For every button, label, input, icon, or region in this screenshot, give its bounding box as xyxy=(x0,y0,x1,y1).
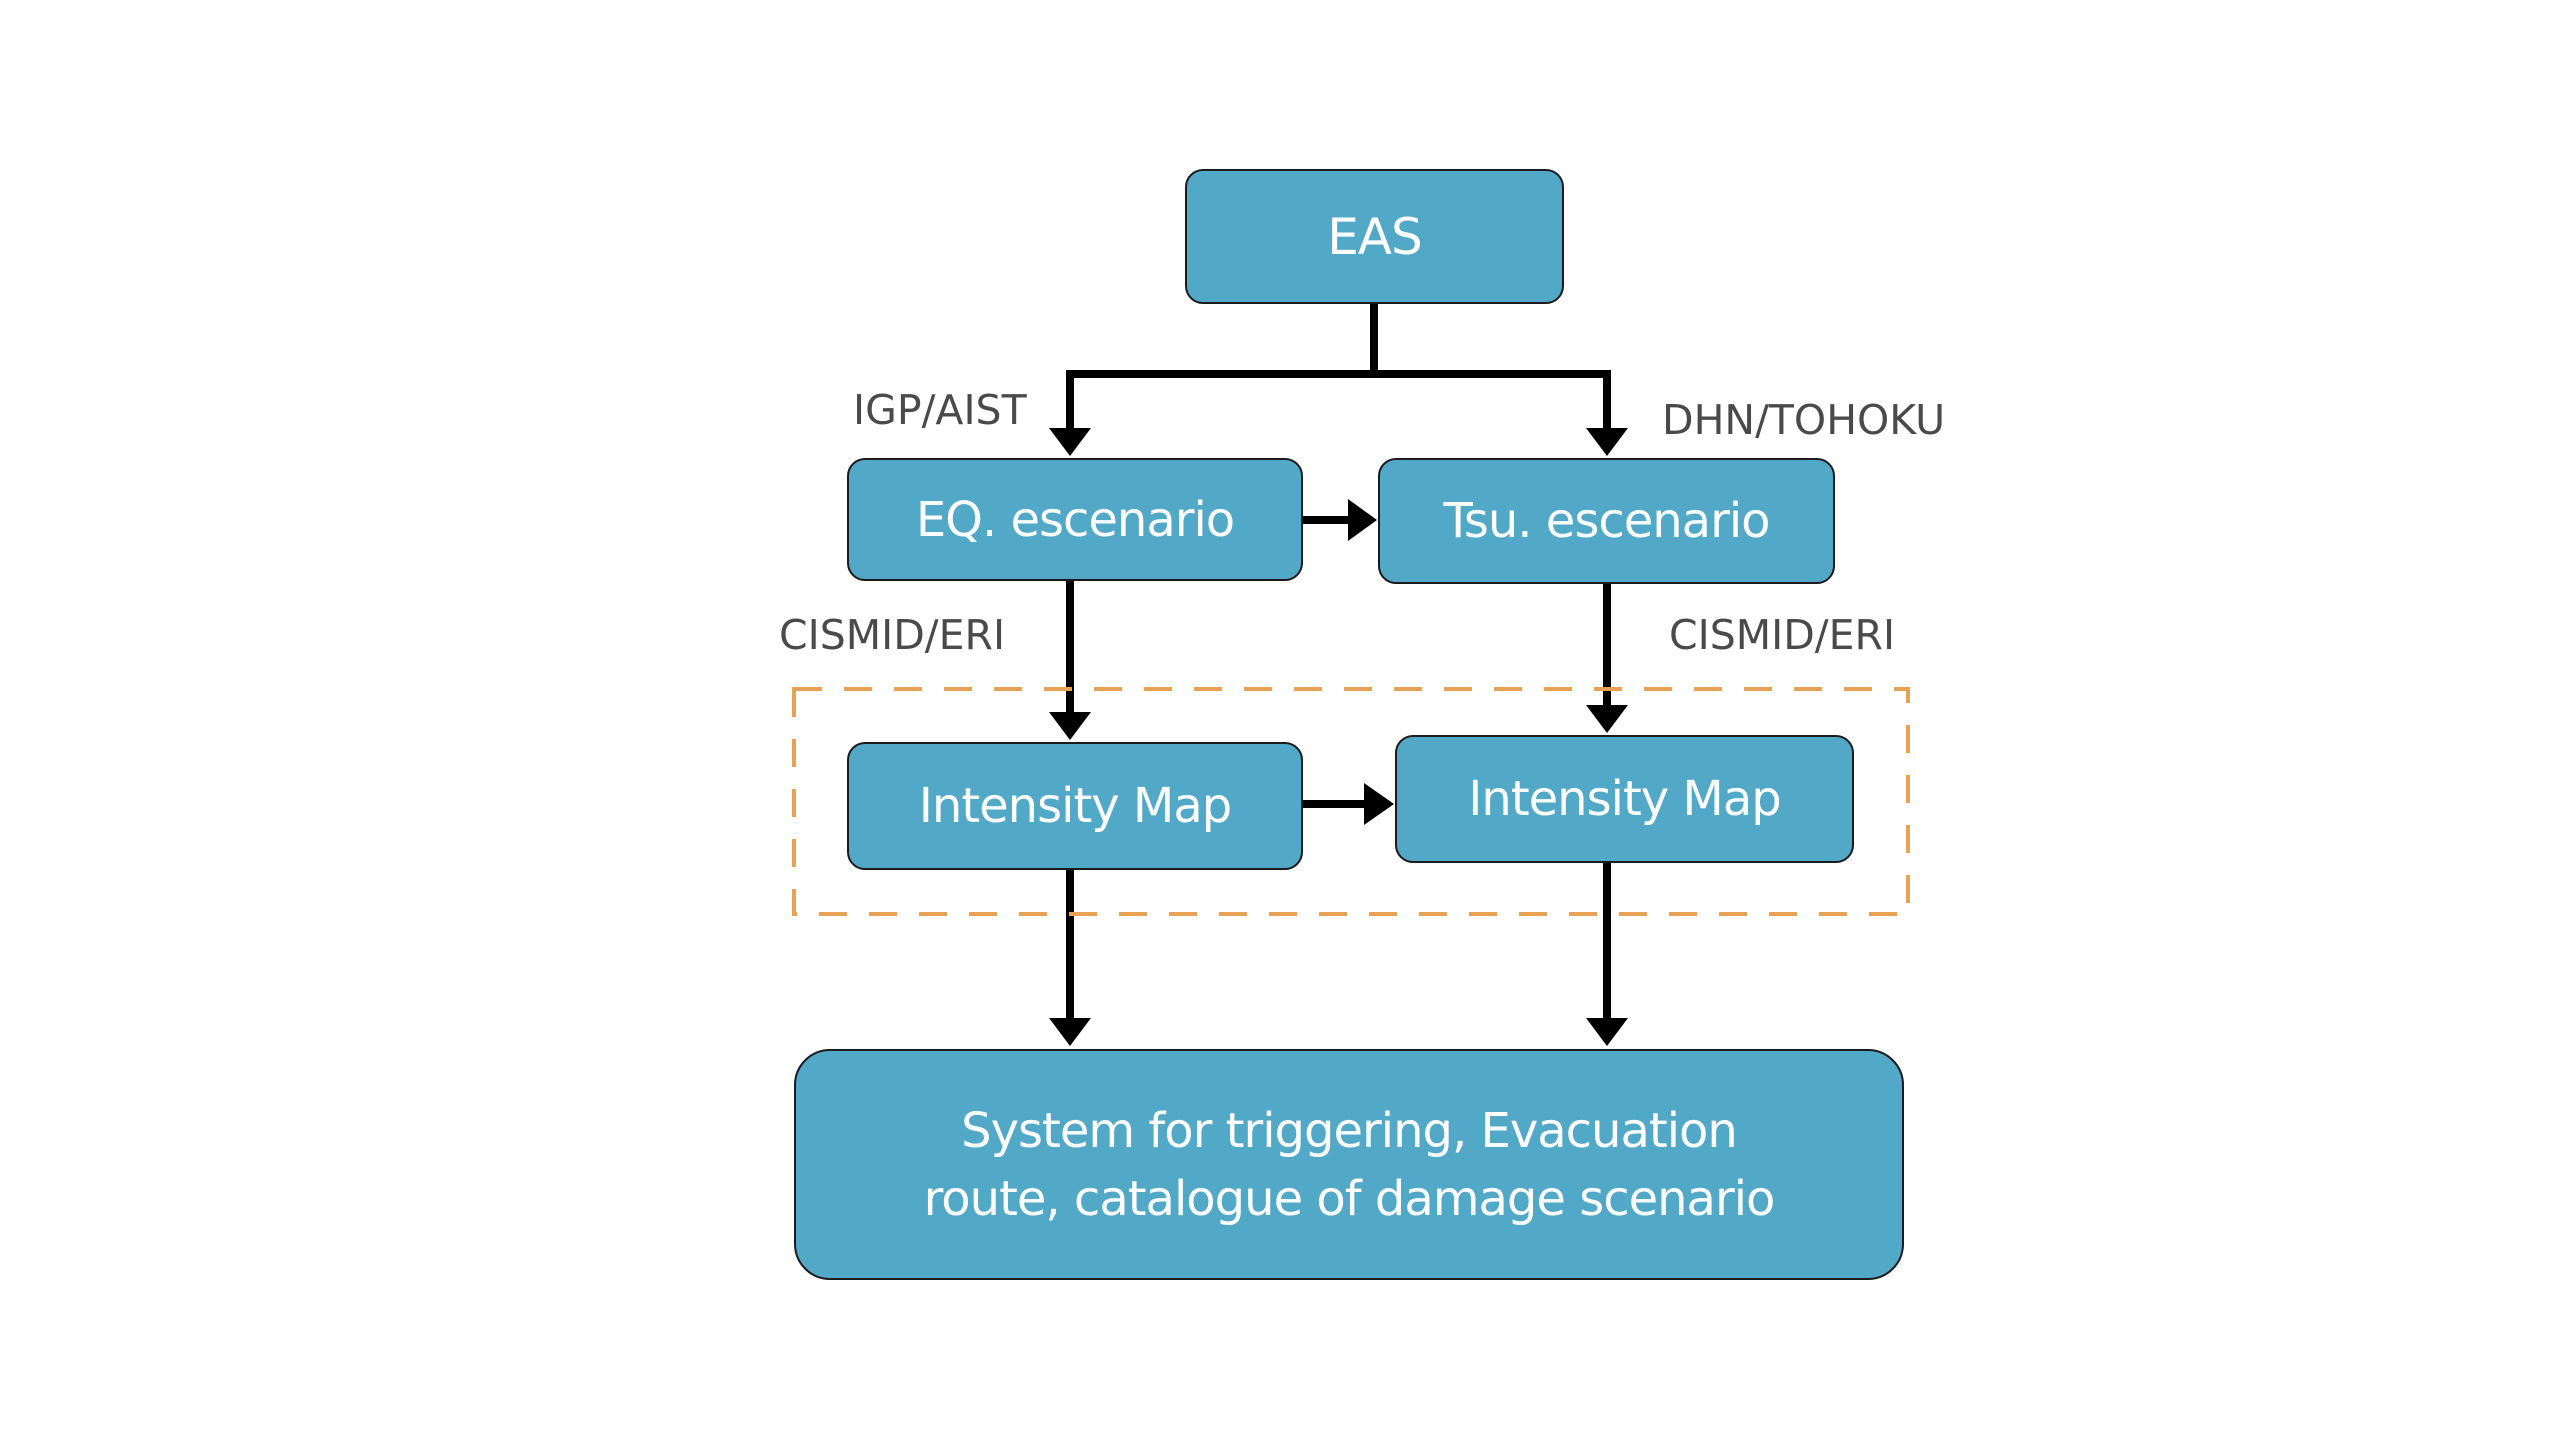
arrowhead-map-tsu-to-system xyxy=(1586,1018,1628,1046)
node-intensity-map-tsu-label: Intensity Map xyxy=(1468,771,1781,827)
arrowhead-tsu-to-map xyxy=(1586,705,1628,733)
node-system-line1: System for triggering, Evacuation xyxy=(961,1102,1738,1159)
node-system[interactable]: System for triggering, Evacuation route,… xyxy=(794,1049,1904,1280)
node-eq-scenario[interactable]: EQ. escenario xyxy=(847,458,1303,581)
arrowhead-map-eq-to-system xyxy=(1049,1018,1091,1046)
arrowhead-eas-to-eq xyxy=(1049,428,1091,456)
node-eas-label: EAS xyxy=(1327,207,1423,266)
edge-label-cismid-eri-left: CISMID/ERI xyxy=(779,611,1006,659)
node-intensity-map-eq-label: Intensity Map xyxy=(918,778,1232,834)
node-eas[interactable]: EAS xyxy=(1185,169,1564,304)
arrowhead-map-to-map xyxy=(1364,783,1394,825)
arrowhead-eq-to-map xyxy=(1049,712,1091,740)
node-eq-scenario-label: EQ. escenario xyxy=(915,491,1235,548)
node-tsu-scenario[interactable]: Tsu. escenario xyxy=(1378,458,1835,584)
node-intensity-map-tsu[interactable]: Intensity Map xyxy=(1395,735,1854,863)
intensity-maps-group xyxy=(792,687,1910,916)
edge-label-igp-aist: IGP/AIST xyxy=(853,386,1027,434)
edge-label-cismid-eri-right: CISMID/ERI xyxy=(1669,611,1896,659)
edge-label-dhn-tohoku: DHN/TOHOKU xyxy=(1662,396,1946,444)
node-intensity-map-eq[interactable]: Intensity Map xyxy=(847,742,1303,870)
arrowhead-eas-to-tsu xyxy=(1586,428,1628,456)
node-tsu-scenario-label: Tsu. escenario xyxy=(1443,493,1770,549)
arrowhead-eq-to-tsu xyxy=(1348,499,1377,541)
node-system-line2: route, catalogue of damage scenario xyxy=(923,1170,1776,1227)
